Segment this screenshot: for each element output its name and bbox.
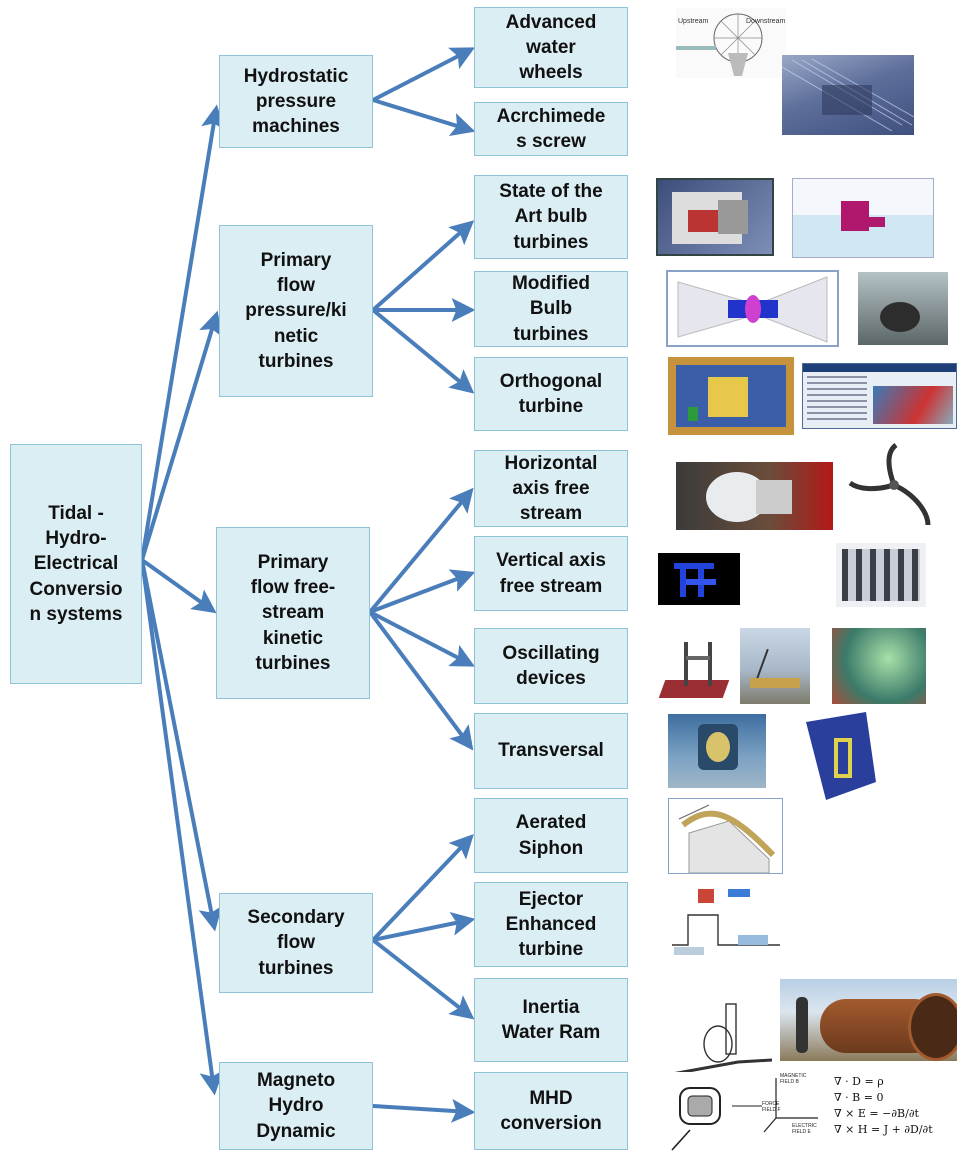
magnetic-field-label: MAGNETIC FIELD B [780, 1073, 807, 1085]
oscillating-device-photo [740, 628, 810, 704]
arrow-pressure-bulb [371, 220, 475, 312]
type-aerated-siphon: Aerated Siphon [474, 798, 628, 873]
vertical-axis-render-image [658, 553, 740, 605]
modified-bulb-photo [858, 272, 948, 345]
type-inertia-water-ram: Inertia Water Ram [474, 978, 628, 1062]
modified-bulb-render-image [666, 270, 839, 347]
mhd-field-axes-diagram: MAGNETIC FIELD B FORCE FIELD F ELECTRIC … [762, 1072, 832, 1151]
horizontal-axis-rotor-image [846, 443, 940, 529]
horizontal-axis-turbine-photo [676, 462, 833, 530]
type-orthogonal: Orthogonal turbine [474, 357, 628, 431]
orthogonal-turbine-cutaway-image [668, 357, 794, 435]
arrow-root-hydrostatic [140, 104, 225, 562]
arrow-root-primary-pressure [140, 310, 223, 562]
arrow-secondary-ejector [371, 911, 476, 942]
transversal-turbine-photo [668, 714, 766, 788]
type-advanced-water-wheels: Advanced water wheels [474, 7, 628, 88]
category-secondary: Secondary flow turbines [219, 893, 373, 993]
ejector-turbine-diagram [668, 885, 784, 965]
arrow-pressure-orthogonal [371, 308, 475, 394]
force-field-label: FORCE FIELD F [762, 1101, 781, 1113]
mhd-magnet-diagram [662, 1072, 772, 1151]
inertia-ram-pipe-photo [780, 979, 957, 1061]
arrow-secondary-siphon [371, 833, 474, 942]
maxwell-equation-1: ∇ · D = ρ [834, 1075, 884, 1088]
category-mhd: Magneto Hydro Dynamic [219, 1062, 373, 1150]
downstream-label: Downstream [746, 18, 786, 25]
arrow-hydrostatic-screw [371, 98, 476, 137]
electric-field-label: ELECTRIC FIELD E [792, 1123, 817, 1135]
type-ejector-enhanced: Ejector Enhanced turbine [474, 882, 628, 967]
maxwell-equations: ∇ · D = ρ ∇ · B = 0 ∇ × E = −∂B/∂t ∇ × H… [830, 1074, 955, 1150]
arrow-root-mhd [140, 558, 224, 1096]
arrow-free-vertical [368, 569, 476, 614]
bulb-turbine-section-image [792, 178, 934, 258]
type-archimedes-screw: Acrchimede s screw [474, 102, 628, 156]
category-hydrostatic: Hydrostatic pressure machines [219, 55, 373, 148]
aerated-siphon-diagram [668, 798, 783, 874]
type-vertical-axis: Vertical axis free stream [474, 536, 628, 611]
water-wheel-diagram: Upstream Downstream [676, 8, 786, 78]
bulb-turbine-cutaway-image [656, 178, 774, 256]
arrow-free-oscillating [368, 610, 475, 667]
type-oscillating: Oscillating devices [474, 628, 628, 704]
maxwell-equation-3: ∇ × E = −∂B/∂t [834, 1106, 919, 1120]
maxwell-equation-2: ∇ · B = 0 [834, 1090, 884, 1104]
type-modified-bulb: Modified Bulb turbines [474, 271, 628, 347]
archimedes-screw-image [782, 55, 914, 135]
orthogonal-turbine-slide-image [802, 363, 957, 429]
arrow-root-primary-free [140, 558, 217, 614]
type-transversal: Transversal [474, 713, 628, 789]
oscillating-device-diagram [656, 636, 732, 708]
transversal-turbine-render [796, 712, 888, 804]
oscillating-device-render [832, 628, 926, 704]
category-primary-pressure: Primary flow pressure/ki netic turbines [219, 225, 373, 397]
inertia-ram-diagram [668, 1000, 776, 1084]
type-mhd-conversion: MHD conversion [474, 1072, 628, 1150]
arrow-free-horizontal [368, 487, 474, 614]
upstream-label: Upstream [678, 18, 709, 25]
vertical-axis-panel-image [836, 543, 926, 607]
category-primary-free-stream: Primary flow free- stream kinetic turbin… [216, 527, 370, 699]
root-box: Tidal - Hydro- Electrical Conversio n sy… [10, 444, 142, 684]
type-state-of-art-bulb: State of the Art bulb turbines [474, 175, 628, 259]
arrow-hydrostatic-waterwheels [371, 47, 475, 102]
arrow-free-transversal [368, 610, 474, 751]
arrow-secondary-ram [371, 938, 475, 1020]
arrow-mhd-conversion [371, 1098, 476, 1123]
type-horizontal-axis: Horizontal axis free stream [474, 450, 628, 527]
arrow-root-secondary [140, 558, 223, 932]
maxwell-equation-4: ∇ × H = J + ∂D/∂t [834, 1122, 933, 1136]
